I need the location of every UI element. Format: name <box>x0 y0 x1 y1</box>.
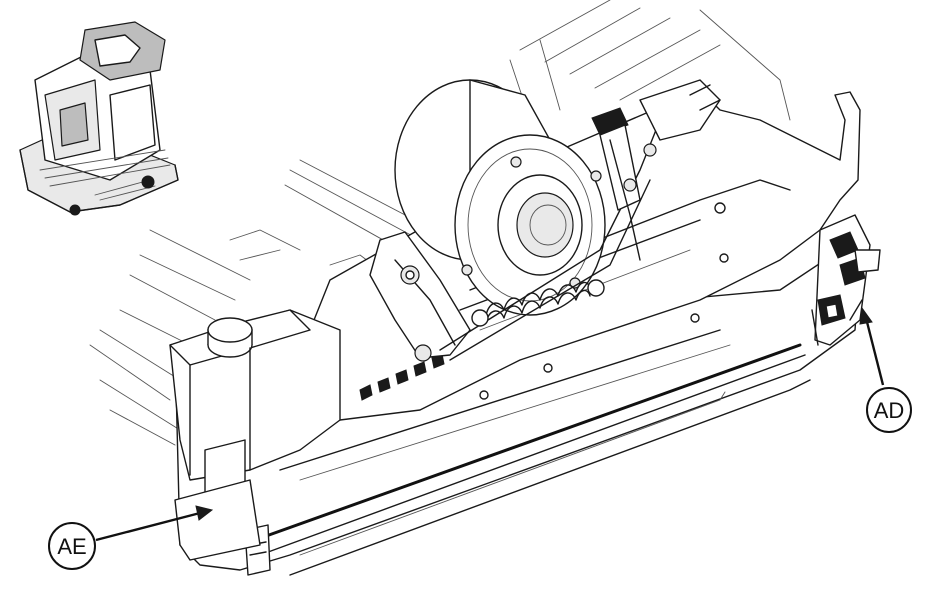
pivot-pin-icon <box>169 309 341 561</box>
lift-lever <box>591 79 721 261</box>
callout-ae-label: AE <box>57 534 86 559</box>
tension-spring-icon <box>471 279 605 327</box>
callout-ad: AD <box>859 306 912 433</box>
machine-thumbnail-icon <box>19 21 179 216</box>
squeegee-latch-icon <box>811 214 881 346</box>
callout-ae: AE <box>48 505 214 570</box>
callout-ad-label: AD <box>874 398 905 423</box>
